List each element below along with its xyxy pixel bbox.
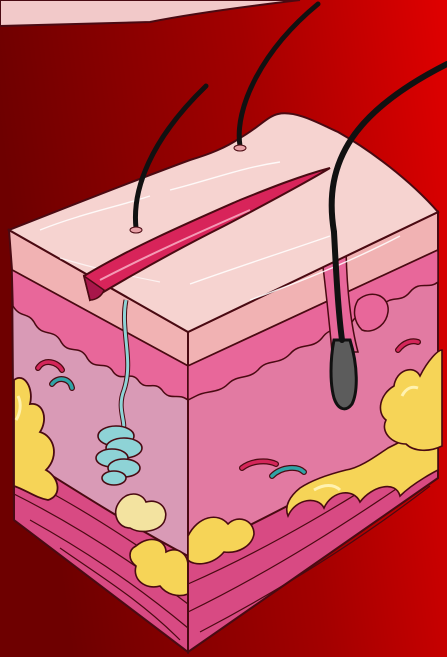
hair-follicle-bulb-icon — [331, 340, 356, 409]
hair-root-dot — [130, 227, 142, 233]
hair-root-dot — [234, 145, 246, 151]
